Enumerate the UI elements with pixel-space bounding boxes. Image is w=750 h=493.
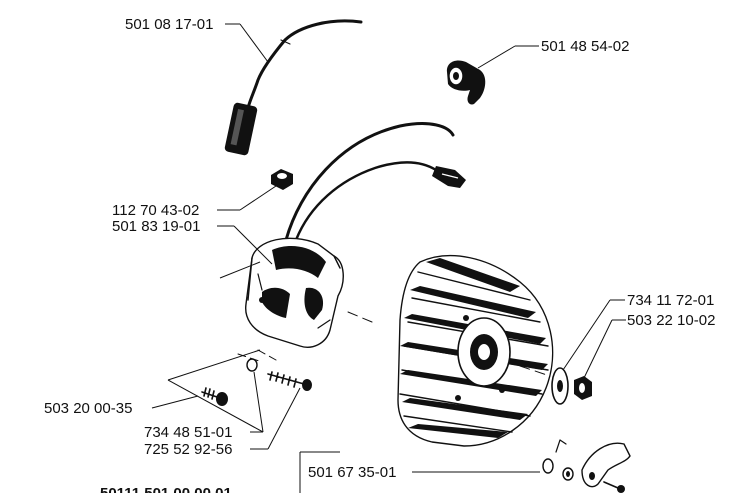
part-number-spark-plug-lead: 501 08 17-01 xyxy=(125,16,213,33)
part-number-flywheel-nut: 503 22 10-02 xyxy=(627,312,715,329)
ignition-module-icon xyxy=(245,237,344,348)
starter-spring-icon xyxy=(555,439,567,453)
spark-plug-lead-icon xyxy=(224,19,363,156)
wire-terminal-icon xyxy=(432,166,466,188)
pawl-nut-icon xyxy=(562,467,574,481)
part-number-module-screw: 503 20 00-35 xyxy=(44,400,132,417)
washer-icon xyxy=(246,358,258,372)
part-number-spark-plug-cap: 501 48 54-02 xyxy=(541,38,629,55)
flywheel-washer-icon xyxy=(551,367,569,405)
flywheel-icon xyxy=(397,254,554,447)
part-number-washer: 734 48 51-01 xyxy=(144,424,232,441)
spark-plug-cap-icon xyxy=(446,60,486,105)
part-number-wire-nut: 112 70 43-02 xyxy=(112,202,199,219)
part-number-starter-pawl-kit: 501 67 35-01 xyxy=(308,464,396,481)
pawl-screw-icon xyxy=(603,481,625,493)
long-screw-icon xyxy=(267,371,312,391)
flywheel-nut-icon xyxy=(574,376,592,400)
part-number-long-screw: 725 52 92-56 xyxy=(144,441,232,458)
pawl-washer-icon xyxy=(542,458,554,474)
module-screw-icon xyxy=(201,387,228,406)
wire-nut-icon xyxy=(271,169,293,190)
part-number-flywheel-washer: 734 11 72-01 xyxy=(627,292,714,309)
starter-pawl-icon xyxy=(581,442,631,488)
part-number-ignition-module: 501 83 19-01 xyxy=(112,218,200,235)
part-number-bottom-cut: 50111 501 00 00 01 xyxy=(100,485,232,493)
